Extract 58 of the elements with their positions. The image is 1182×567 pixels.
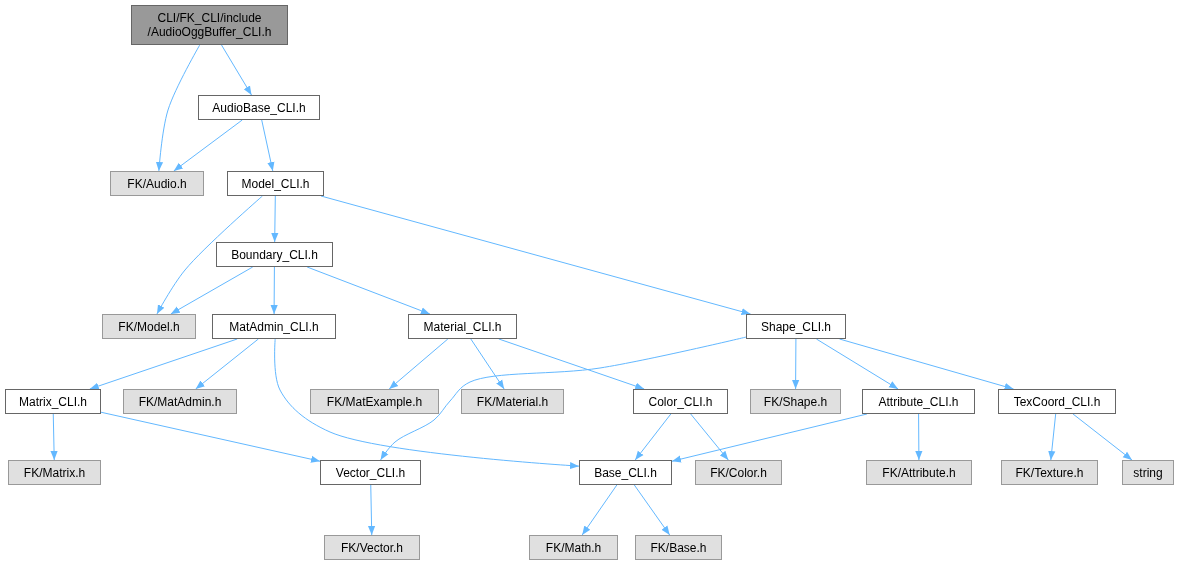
file-node: Material_CLI.h	[408, 314, 517, 339]
arrow	[367, 484, 376, 536]
file-node: CLI/FK_CLI/include /AudioOggBuffer_CLI.h	[131, 5, 288, 45]
external-file-node: FK/Vector.h	[324, 535, 420, 560]
arrow	[388, 338, 449, 390]
external-file-node: FK/Base.h	[635, 535, 722, 560]
arrow	[155, 44, 201, 172]
arrow	[380, 336, 747, 461]
external-file-node: FK/Texture.h	[1001, 460, 1098, 485]
file-node: Boundary_CLI.h	[216, 242, 333, 267]
external-file-node: FK/Model.h	[102, 314, 196, 339]
arrow	[815, 338, 899, 390]
arrow	[690, 413, 729, 461]
external-file-node: string	[1122, 460, 1174, 485]
arrow	[320, 195, 751, 316]
arrow	[671, 413, 868, 463]
file-node: MatAdmin_CLI.h	[212, 314, 336, 339]
external-file-node: FK/MatExample.h	[310, 389, 439, 414]
external-file-node: FK/Matrix.h	[8, 460, 101, 485]
arrow	[1048, 413, 1057, 461]
external-file-node: FK/MatAdmin.h	[123, 389, 237, 414]
arrow	[89, 338, 238, 390]
arrow	[271, 195, 279, 243]
external-file-node: FK/Audio.h	[110, 171, 204, 196]
arrow	[156, 195, 263, 315]
external-file-node: FK/Math.h	[529, 535, 618, 560]
arrow	[100, 411, 321, 463]
arrow	[221, 44, 252, 96]
file-node: Attribute_CLI.h	[862, 389, 975, 414]
arrow	[839, 338, 1014, 390]
arrow	[195, 338, 259, 390]
file-node: Vector_CLI.h	[320, 460, 421, 485]
external-file-node: FK/Material.h	[461, 389, 564, 414]
arrow	[915, 413, 923, 461]
file-node: Shape_CLI.h	[746, 314, 846, 339]
external-file-node: FK/Shape.h	[750, 389, 841, 414]
file-node: AudioBase_CLI.h	[198, 95, 320, 120]
arrow	[633, 484, 671, 536]
arrow	[173, 119, 243, 172]
arrow	[1072, 413, 1133, 461]
arrow	[50, 413, 58, 461]
arrow	[498, 338, 645, 390]
external-file-node: FK/Attribute.h	[866, 460, 972, 485]
file-node: Model_CLI.h	[227, 171, 324, 196]
file-node: TexCoord_CLI.h	[998, 389, 1116, 414]
file-node: Color_CLI.h	[633, 389, 728, 414]
arrow	[581, 484, 618, 536]
arrow	[270, 266, 278, 315]
arrow	[470, 338, 505, 390]
arrow	[634, 413, 672, 461]
arrow	[274, 338, 580, 470]
external-file-node: FK/Color.h	[695, 460, 782, 485]
arrow	[170, 266, 254, 315]
arrow	[306, 266, 431, 315]
file-node: Base_CLI.h	[579, 460, 672, 485]
file-node: Matrix_CLI.h	[5, 389, 101, 414]
arrow	[792, 338, 800, 390]
arrow	[261, 119, 275, 172]
